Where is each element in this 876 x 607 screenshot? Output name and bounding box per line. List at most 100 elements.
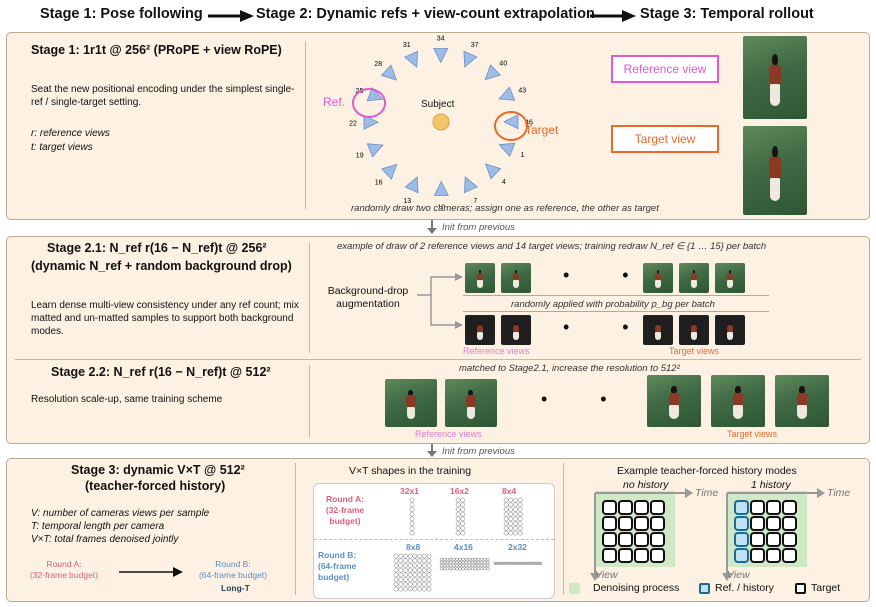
frame-cell xyxy=(464,557,468,562)
shapes-round-a: Round A:(32-frame budget) xyxy=(320,494,370,527)
frame-cell xyxy=(403,581,408,587)
frame-cell xyxy=(538,563,541,565)
frame-cell xyxy=(503,525,509,531)
legend-denoise-swatch xyxy=(569,583,580,594)
ref-thumb xyxy=(465,263,495,293)
frame-cell xyxy=(525,563,527,565)
target-cell xyxy=(766,500,781,515)
stage3-subtitle: (teacher-forced history) xyxy=(85,479,226,493)
ref-thumb-matted xyxy=(501,315,531,345)
target-cell xyxy=(618,532,633,547)
frame-cell xyxy=(499,563,502,565)
frame-cell xyxy=(519,561,521,564)
frame-cell xyxy=(476,557,481,562)
frame-cell xyxy=(486,563,490,568)
camera-number: 22 xyxy=(349,120,357,127)
frame-cell xyxy=(442,563,447,568)
divider xyxy=(305,41,306,209)
frame-cell xyxy=(473,563,478,568)
camera-marker xyxy=(433,48,449,64)
target-photo xyxy=(743,126,807,215)
frame-cell xyxy=(455,497,461,503)
target-cell xyxy=(650,548,665,563)
long-t-label: Long-T xyxy=(221,583,250,593)
frame-cell xyxy=(461,560,465,565)
ref-views-label: Reference views xyxy=(463,346,530,356)
shapes-round-a-name: Round A: xyxy=(326,494,364,504)
camera-number: 37 xyxy=(471,42,479,49)
frame-cell xyxy=(520,563,523,565)
frame-cell xyxy=(486,567,490,571)
frame-cell xyxy=(529,563,532,565)
frame-cell xyxy=(455,511,461,517)
frame-cell xyxy=(513,511,518,517)
target-views-label: Target views xyxy=(727,429,778,439)
ref-highlight xyxy=(352,88,386,118)
frame-cell xyxy=(513,521,518,526)
frame-cell xyxy=(460,521,466,526)
target-cell xyxy=(766,516,781,531)
frame-cell xyxy=(503,521,509,526)
stage1-r-def: r: reference views xyxy=(31,128,110,139)
stage21-caption-top: example of draw of 2 reference views and… xyxy=(337,241,767,252)
target-cell xyxy=(634,532,649,547)
init-label: Init from previous xyxy=(442,222,515,233)
frame-cell xyxy=(476,560,481,565)
round-a-label: Round A:(32-frame budget) xyxy=(29,559,99,581)
frame-cell xyxy=(513,563,515,565)
target-thumb-matted xyxy=(679,315,709,345)
target-cell xyxy=(618,516,633,531)
frame-cell xyxy=(486,560,490,565)
frame-cell xyxy=(513,507,518,512)
frame-cell xyxy=(409,525,415,531)
frame-cell xyxy=(503,502,509,508)
frame-cell xyxy=(412,577,418,582)
camera-number: 4 xyxy=(502,179,506,186)
frame-cell xyxy=(493,561,496,564)
camera-marker xyxy=(380,64,398,81)
frame-cell xyxy=(426,572,432,578)
frame-cell xyxy=(393,572,399,578)
frame-cell xyxy=(523,563,526,565)
frame-cell xyxy=(421,572,427,578)
frame-cell xyxy=(393,563,399,568)
history-cell xyxy=(734,548,749,563)
frame-cell xyxy=(501,561,503,564)
frame-cell xyxy=(499,561,502,564)
frame-cell xyxy=(473,567,478,571)
target-cell xyxy=(602,516,617,531)
history-cell xyxy=(734,500,749,515)
frame-cell xyxy=(480,557,484,562)
frame-cell xyxy=(398,563,404,568)
v-def: V: number of cameras views per sample xyxy=(31,508,210,519)
frame-cell xyxy=(517,561,520,564)
frame-cell xyxy=(407,563,413,568)
frame-cell xyxy=(445,567,450,571)
stage1-caption: randomly draw two cameras; assign one as… xyxy=(351,203,659,214)
frame-cell xyxy=(398,572,404,578)
frame-cell xyxy=(439,557,444,562)
pipeline-header: Stage 1: Pose following Stage 2: Dynamic… xyxy=(0,6,876,26)
frame-cell xyxy=(393,567,399,573)
frame-cell xyxy=(483,557,487,562)
target-cell xyxy=(766,532,781,547)
frame-cell xyxy=(460,525,466,531)
shapes-round-a-budget: (32-frame budget) xyxy=(325,505,365,526)
stage21-title: Stage 2.1: N_ref r(16 − N_ref)t @ 256² xyxy=(47,241,267,255)
init-arrow xyxy=(431,444,433,453)
header-arrow-icon xyxy=(208,10,254,22)
shape-label: 32x1 xyxy=(400,486,419,496)
shapes-round-b-budget: (64-frame budget) xyxy=(318,561,357,582)
reference-photo xyxy=(743,36,807,119)
frame-cell xyxy=(467,560,471,565)
divider xyxy=(463,311,769,312)
frame-cell xyxy=(461,567,465,571)
frame-cell xyxy=(460,516,466,522)
frame-cell xyxy=(455,525,461,531)
frame-cell xyxy=(403,572,408,578)
frame-cell xyxy=(458,560,462,565)
frame-cell xyxy=(529,561,532,564)
shapes-round-b-name: Round B: xyxy=(318,550,357,560)
frame-cell xyxy=(517,511,523,517)
frame-cell xyxy=(412,567,418,573)
